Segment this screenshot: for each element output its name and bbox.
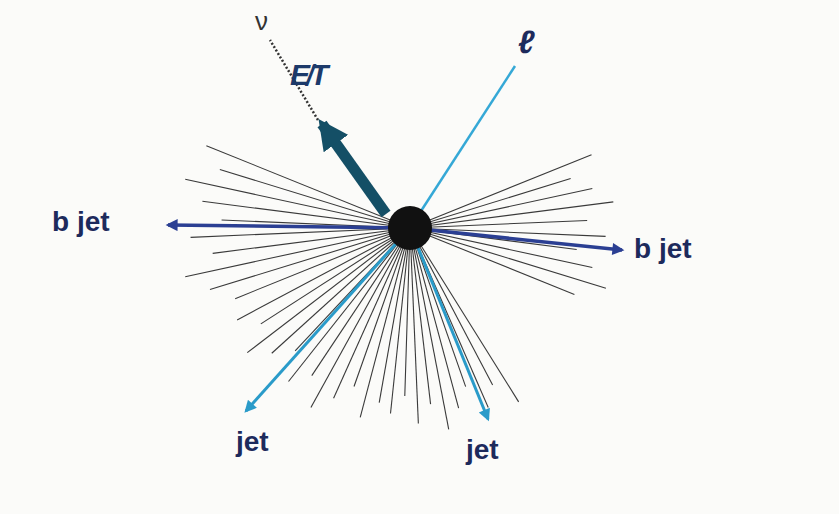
b-jet-label: b jet bbox=[52, 208, 110, 236]
lepton-track bbox=[410, 66, 515, 228]
jet-arrow bbox=[410, 228, 488, 419]
particle-track bbox=[247, 228, 410, 353]
particle-track bbox=[410, 202, 613, 228]
interaction-vertex bbox=[388, 206, 432, 250]
jet-label: jet bbox=[236, 428, 269, 456]
particle-track bbox=[334, 228, 410, 398]
particle-track bbox=[210, 228, 410, 290]
particle-track bbox=[391, 228, 411, 414]
jet-arrow bbox=[246, 228, 410, 411]
particle-track bbox=[206, 146, 410, 228]
particle-track bbox=[410, 228, 592, 267]
particle-track bbox=[410, 228, 418, 424]
particle-track bbox=[191, 228, 410, 237]
particle-track bbox=[312, 228, 410, 376]
lepton-label: ℓ bbox=[518, 26, 535, 58]
particle-track bbox=[288, 228, 410, 382]
particle-track bbox=[410, 228, 459, 408]
missing-et-arrow bbox=[322, 124, 386, 214]
particle-track bbox=[237, 228, 410, 320]
particle-track bbox=[410, 220, 587, 228]
missing-et-label: E̸T bbox=[290, 60, 328, 90]
particle-track bbox=[185, 228, 410, 277]
particle-track bbox=[410, 179, 571, 228]
jet-arrow bbox=[410, 228, 622, 250]
particle-track bbox=[410, 228, 449, 429]
neutrino-label: ν bbox=[255, 8, 268, 34]
particle-track bbox=[410, 155, 592, 228]
particle-track bbox=[235, 228, 410, 299]
particle-track bbox=[410, 228, 493, 385]
jet-label: jet bbox=[466, 436, 499, 464]
jet-arrow bbox=[168, 225, 410, 228]
b-jet-label: b jet bbox=[634, 235, 692, 263]
